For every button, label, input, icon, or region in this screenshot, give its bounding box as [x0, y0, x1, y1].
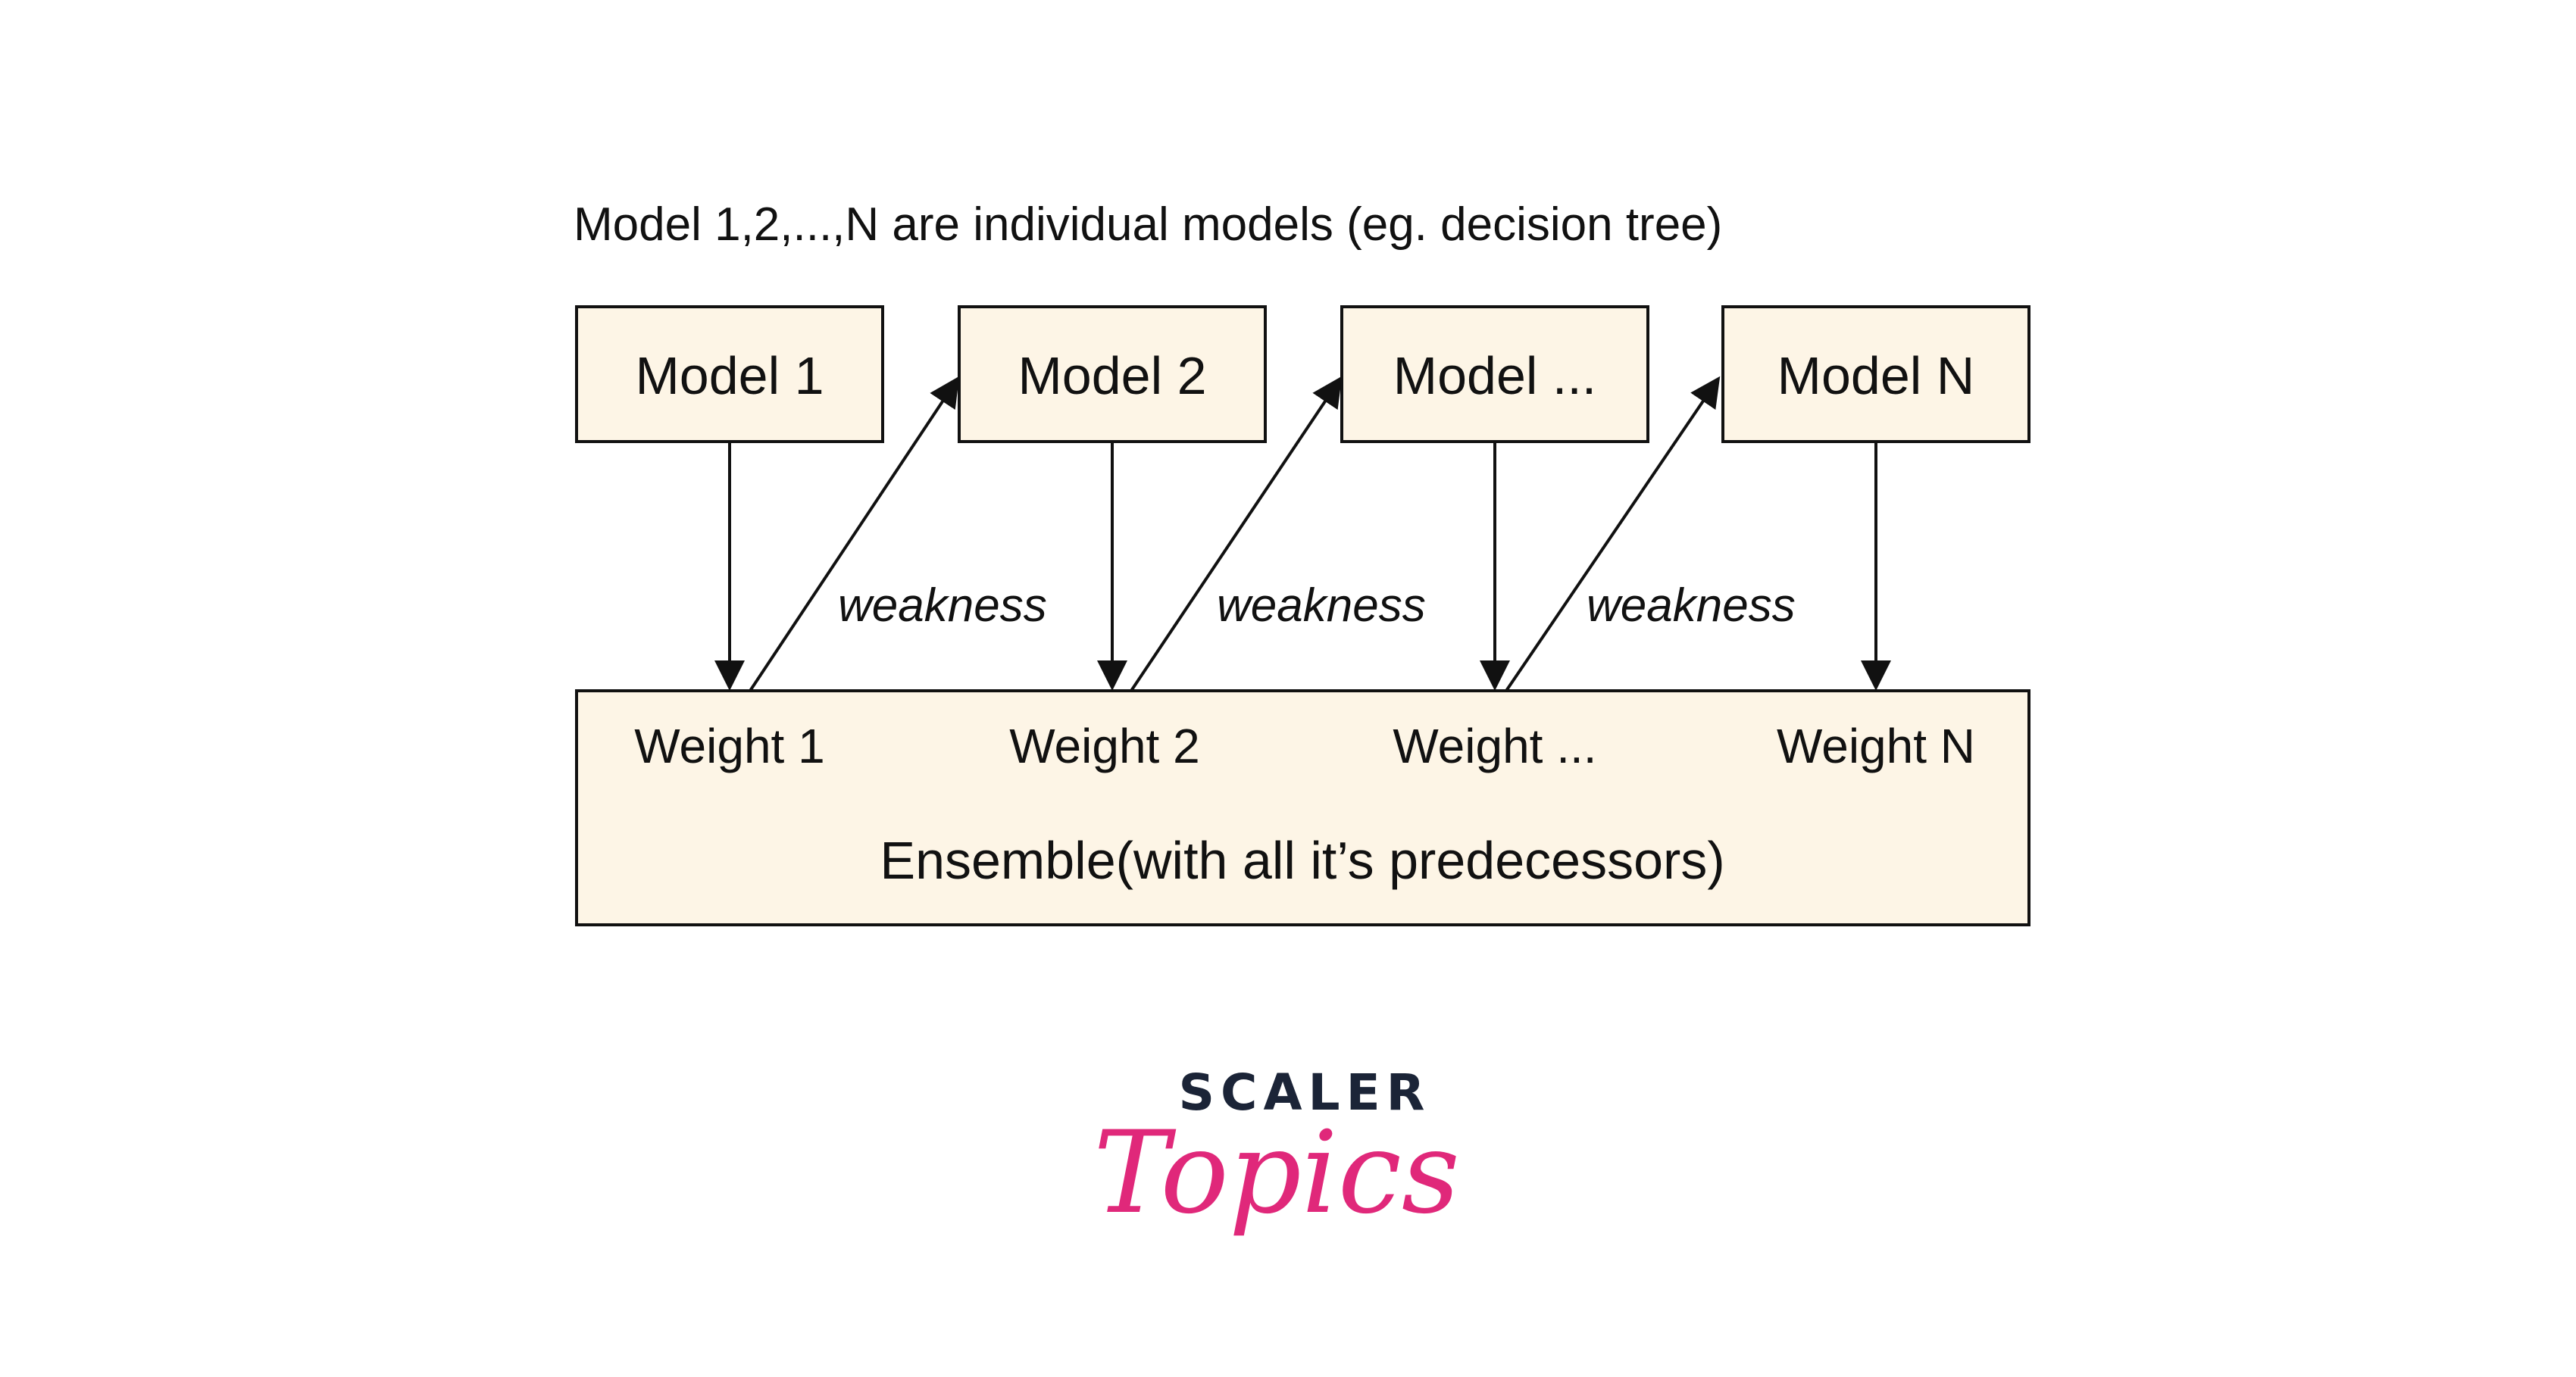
weakness-label-2: weakness: [1217, 579, 1426, 632]
model-label-1: Model 1: [635, 346, 824, 405]
model-label-3: Model ...: [1393, 346, 1596, 405]
weakness-arrow-2: [1130, 376, 1343, 692]
weight-label-1: Weight 1: [634, 719, 824, 773]
weight-label-2: Weight 2: [1009, 719, 1199, 773]
logo-topics-text: Topics: [1093, 1107, 1460, 1239]
model-label-4: Model N: [1777, 346, 1975, 405]
scaler-topics-logo: SCALER Topics: [1093, 1063, 1460, 1239]
diagram-caption: Model 1,2,...,N are individual models (e…: [574, 198, 1722, 251]
logo-scaler-text: SCALER: [1178, 1063, 1430, 1122]
model-box-4: Model N: [1721, 305, 2030, 443]
model-label-2: Model 2: [1018, 346, 1206, 405]
model-box-1: Model 1: [575, 305, 884, 443]
weakness-arrow-1: [749, 376, 960, 692]
weakness-arrow-3: [1505, 376, 1721, 692]
model-box-2: Model 2: [958, 305, 1267, 443]
weight-label-4: Weight N: [1777, 719, 1975, 773]
weakness-label-3: weakness: [1587, 579, 1796, 632]
ensemble-label: Ensemble(with all it’s predecessors): [880, 831, 1724, 890]
weakness-label-1: weakness: [838, 579, 1047, 632]
ensemble-box: Weight 1 Weight 2 Weight ... Weight N En…: [575, 689, 2030, 926]
weight-label-3: Weight ...: [1393, 719, 1596, 773]
model-box-3: Model ...: [1340, 305, 1649, 443]
